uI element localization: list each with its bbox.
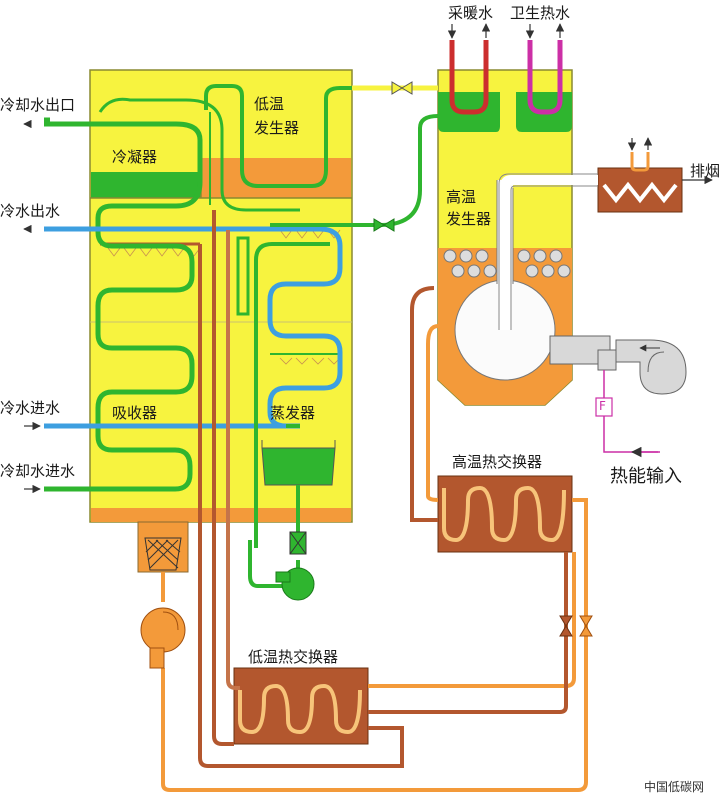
absorber-label: 吸收器 [112, 404, 158, 422]
exhaust-heat-exchanger [597, 152, 683, 213]
valve-top [391, 81, 413, 95]
chilled-water-in-label: 冷水进水 [0, 399, 61, 417]
hx-tubes [443, 249, 571, 278]
low-temp-generator-label: 低温 发生器 [254, 95, 300, 137]
refrigerant-pump [275, 567, 315, 601]
burner-blower [549, 335, 687, 458]
evap-refrigerant-pipe [254, 242, 330, 548]
hx-valves [559, 615, 593, 637]
heat-input-label: 热能输入 [610, 466, 682, 487]
valve-mid [373, 218, 395, 232]
heating-water-loop [449, 40, 563, 115]
cond-inner-pipe [98, 97, 300, 212]
ltg-inner-tube [236, 236, 250, 316]
flue-pipe [500, 175, 598, 330]
evaporator-label: 蒸发器 [270, 404, 316, 422]
heating-water-label: 采暖水 [448, 4, 494, 22]
exhaust-label: 排烟 [690, 162, 721, 180]
high-temp-heat-exchanger-label: 高温热交换器 [452, 453, 543, 471]
chilled-water-pipe [44, 226, 343, 429]
refrigerant-filter [289, 531, 307, 555]
low-temp-heat-exchanger-label: 低温热交换器 [248, 648, 339, 666]
condenser-label: 冷凝器 [112, 148, 158, 166]
evaporator-tray [261, 440, 336, 486]
cooling-water-pipe [44, 117, 203, 492]
htg-to-evap-pipe [270, 114, 439, 227]
flow-meter-label: F [599, 399, 606, 413]
cooling-water-out-label: 冷却水出口 [0, 96, 76, 114]
high-temp-generator-label: 高温 发生器 [446, 188, 492, 228]
low-temp-heat-exchanger [233, 667, 369, 745]
solution-pipes [161, 210, 588, 792]
solution-pump [140, 607, 186, 669]
flow-arrows [23, 23, 653, 494]
spray-nozzles [107, 229, 341, 365]
cooling-water-in-label: 冷却水进水 [0, 462, 76, 480]
high-temp-heat-exchanger [437, 475, 573, 553]
ltg-steam-pipe [204, 84, 392, 188]
sanitary-hot-water-label: 卫生热水 [510, 4, 571, 22]
watermark: 中国低碳网 [644, 780, 705, 794]
chilled-water-out-label: 冷水出水 [0, 202, 61, 220]
strainer [144, 537, 182, 571]
